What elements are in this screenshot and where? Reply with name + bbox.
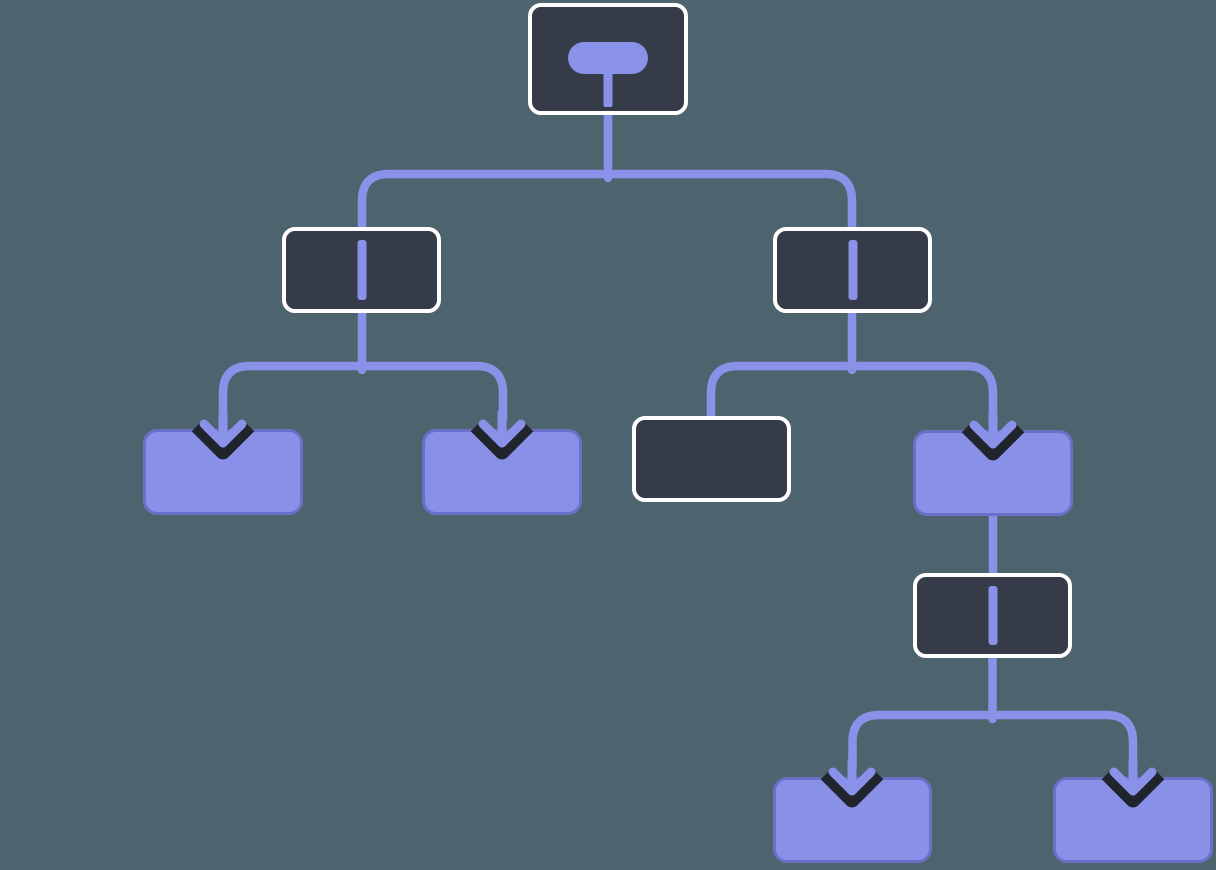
vertical-line-icon [357, 240, 366, 300]
branch-right-node [773, 227, 932, 313]
chevron-arrow-icon [1101, 756, 1165, 808]
vertical-line-icon [988, 586, 997, 645]
chevron-arrow-icon [470, 408, 534, 460]
branch-left-node [282, 227, 441, 313]
chevron-arrow-icon [961, 409, 1025, 461]
vertical-line-icon [848, 240, 857, 300]
link-level1-rail [357, 169, 857, 236]
chevron-arrow-icon [820, 756, 884, 808]
link-lower-rail [848, 710, 1138, 772]
leaf-node-3-dark [632, 416, 791, 502]
pill-stem-icon [603, 69, 613, 107]
link-left-rail [218, 361, 508, 424]
chevron-arrow-icon [191, 408, 255, 460]
root-node [528, 3, 688, 115]
branch-lower-node [913, 573, 1072, 658]
link-right-rail [706, 361, 998, 426]
pill-icon [568, 42, 648, 74]
